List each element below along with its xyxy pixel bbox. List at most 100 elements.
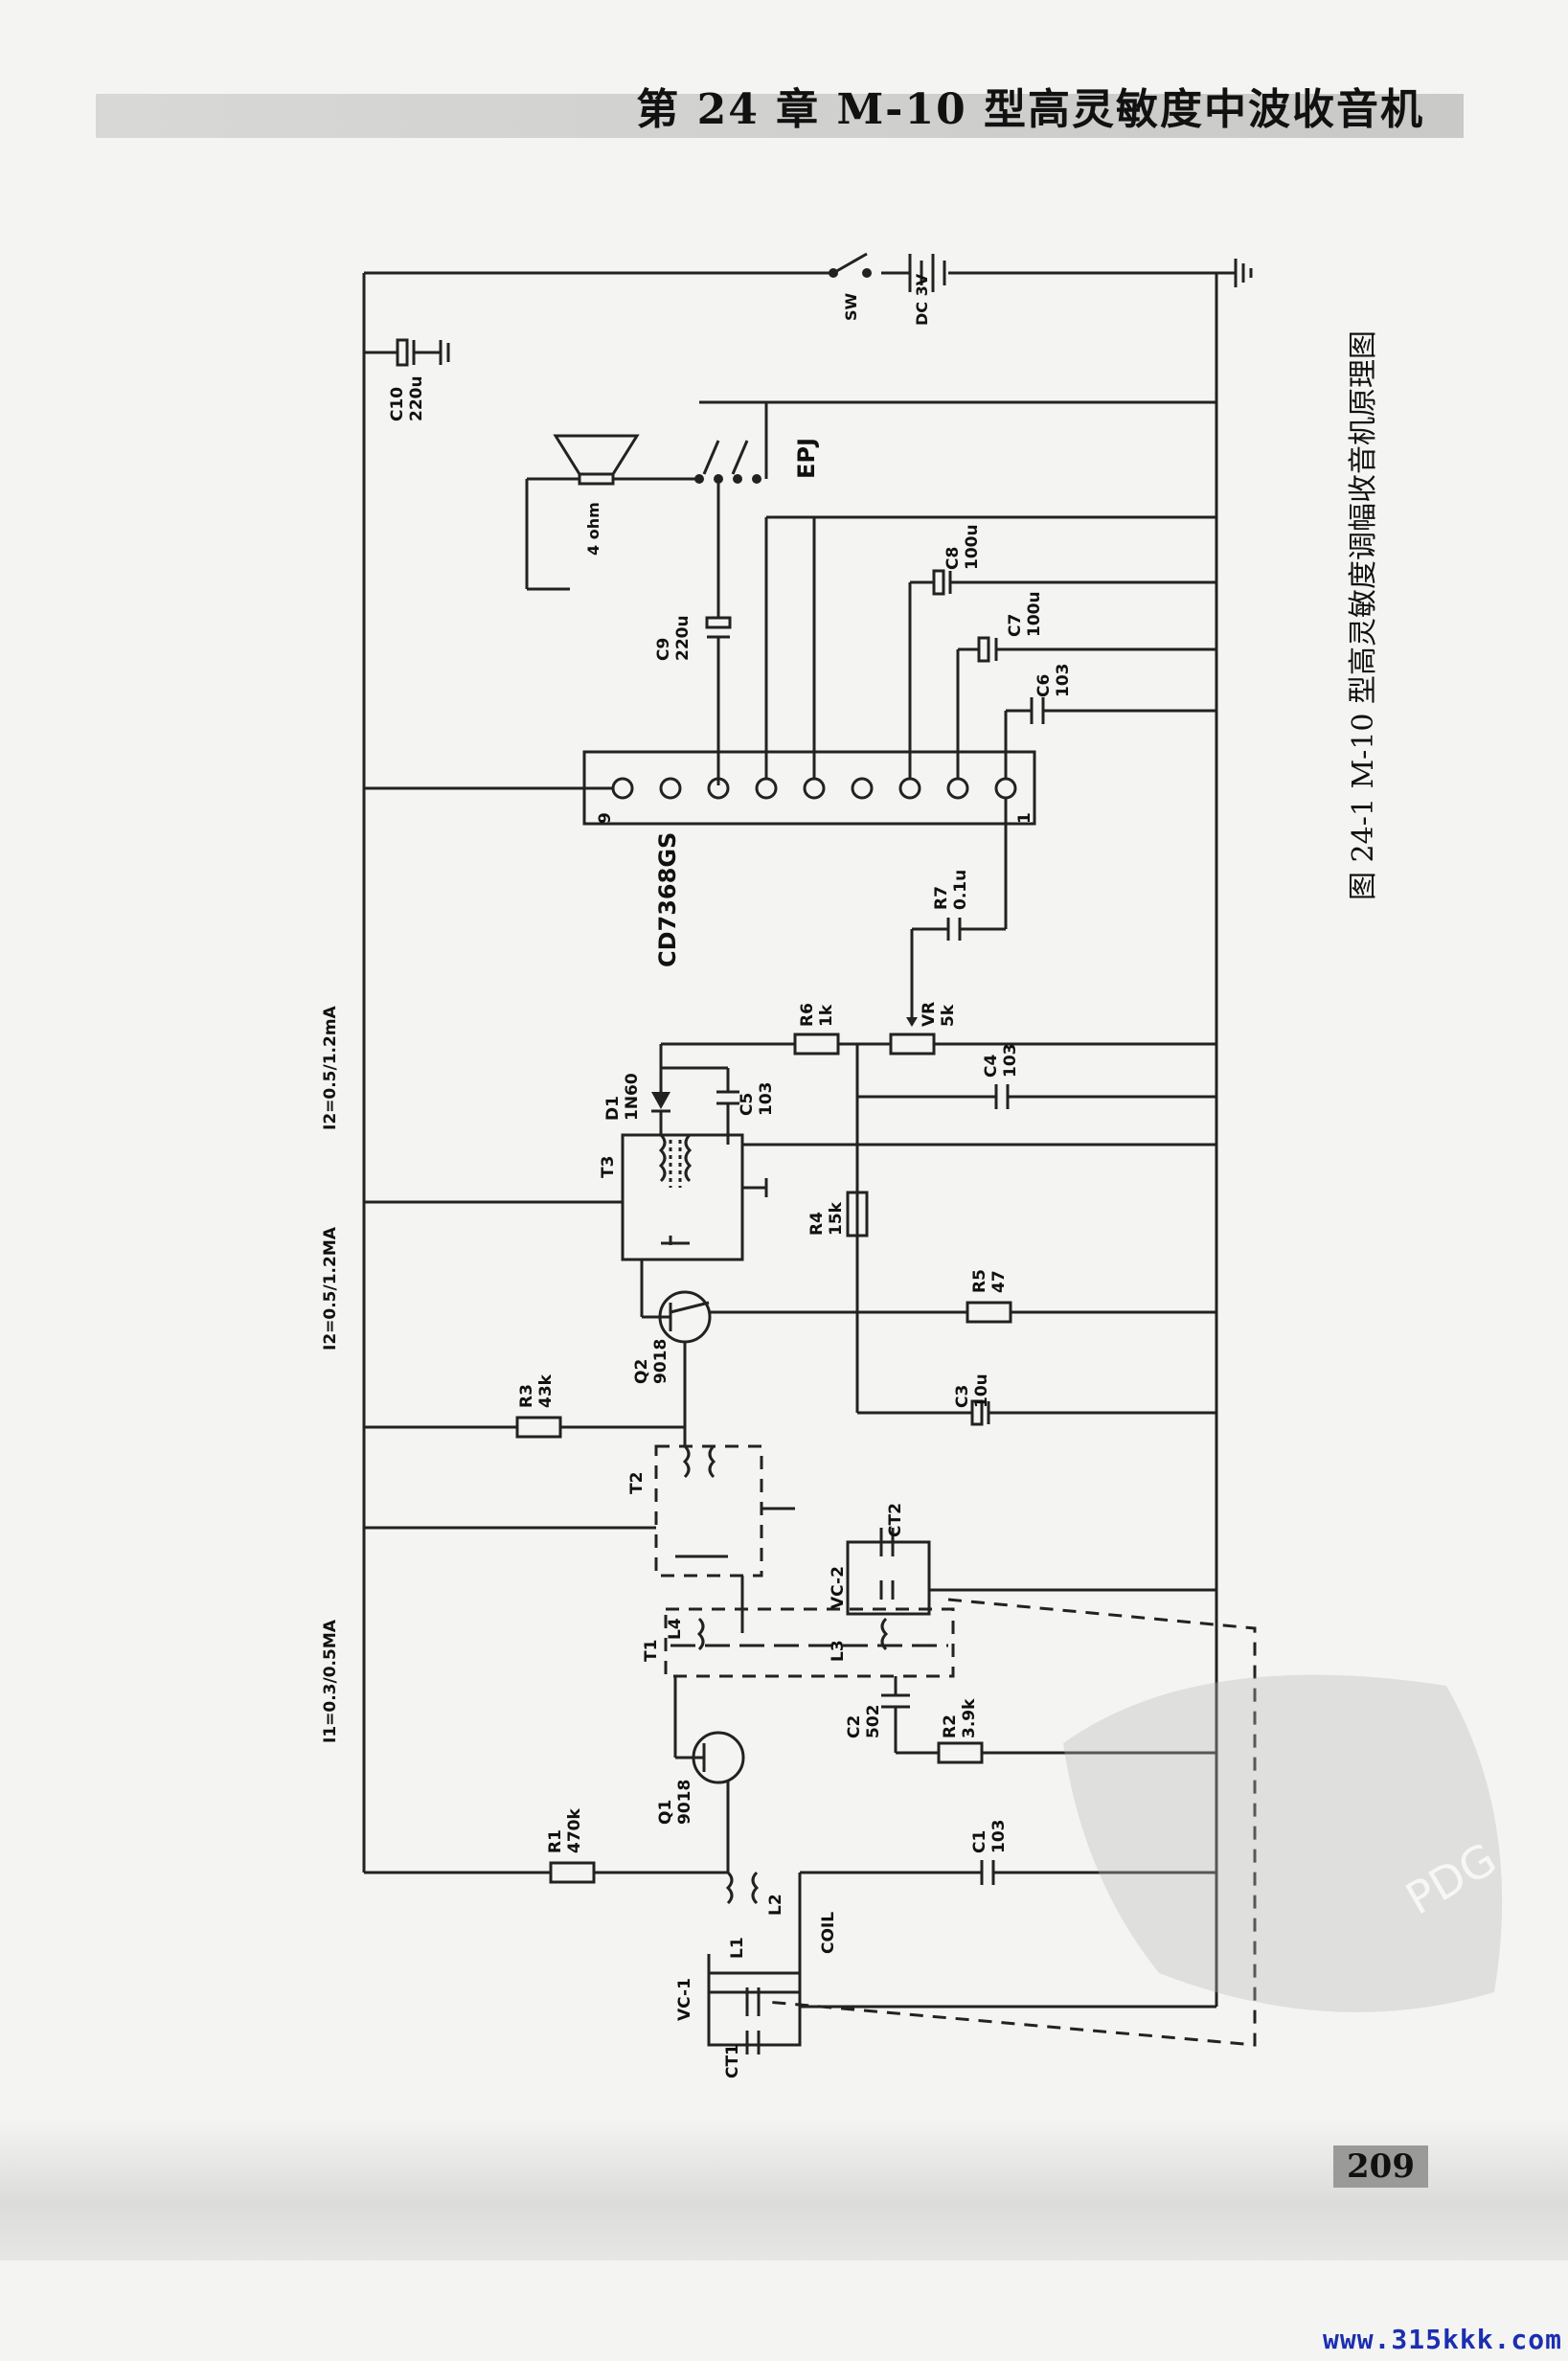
label-l2: L2: [766, 1894, 785, 1916]
label-battery: DC 3V: [913, 273, 931, 326]
label-c4-value: 103: [1001, 1044, 1020, 1078]
label-c3: C3: [953, 1385, 972, 1408]
label-d1: D1: [603, 1096, 623, 1121]
label-r6-value: 1k: [817, 1004, 836, 1027]
label-c2: C2: [845, 1715, 864, 1738]
label-r5: R5: [970, 1269, 989, 1293]
capacitor-c9: [705, 479, 732, 785]
transformer-t2: [364, 1444, 795, 1633]
label-c5-value: 103: [757, 1082, 776, 1117]
label-speaker: 4 ohm: [584, 502, 602, 556]
label-c2-value: 502: [864, 1705, 883, 1739]
label-vc2: VC-2: [829, 1566, 848, 1609]
detector-d1-c5: [651, 1044, 739, 1145]
label-r2-value: 3.9k: [960, 1698, 979, 1738]
label-c9-value: 220u: [673, 615, 693, 661]
label-c1-value: 103: [989, 1820, 1009, 1854]
transformer-t1: [664, 1607, 955, 1678]
label-c6: C6: [1034, 674, 1054, 697]
resistor-r4: [846, 1191, 869, 1237]
ic-pin-wires: [764, 515, 1216, 857]
switch-sw: [829, 252, 872, 278]
label-c7: C7: [1006, 614, 1025, 637]
label-r3-value: 43k: [536, 1373, 556, 1408]
ic-cd7368gs: [364, 750, 1036, 826]
resistor-r1: [364, 1861, 728, 1884]
label-ic-pin9: 9: [596, 812, 615, 824]
label-t1: T1: [642, 1640, 661, 1662]
label-q1-value: 9018: [675, 1780, 694, 1825]
label-c4: C4: [982, 1055, 1001, 1078]
label-r7-value: 0.1u: [951, 870, 970, 910]
label-r1-value: 470k: [565, 1808, 584, 1853]
label-c3-value: 10u: [972, 1373, 991, 1408]
label-t3: T3: [599, 1156, 618, 1178]
label-ct1: CT1: [723, 2044, 742, 2078]
footer-band: [0, 2117, 1568, 2260]
capacitor-c1: [800, 1860, 1216, 1885]
label-l1: L1: [728, 1937, 747, 1959]
chapter-title: 第 24 章 M-10 型高灵敏度中波收音机: [636, 85, 1424, 134]
label-r5-value: 47: [989, 1270, 1009, 1293]
variable-capacitor-vc2-ct2: [846, 1528, 1216, 1616]
label-ic-pin1: 1: [1015, 812, 1034, 824]
label-c6-value: 103: [1054, 664, 1073, 698]
label-c8-value: 100u: [963, 524, 982, 570]
label-sw: SW: [842, 292, 860, 321]
label-current-i2a: I2=0.5/1.2MA: [321, 1226, 340, 1351]
label-c7-value: 100u: [1025, 591, 1044, 637]
label-q2: Q2: [632, 1359, 651, 1384]
transistor-q1: [673, 1676, 745, 1873]
label-c8: C8: [943, 547, 963, 570]
label-l4: L4: [666, 1618, 685, 1640]
label-d1-value: 1N60: [623, 1073, 642, 1121]
component-labels: SW DC 3V C10 220u 4 ohm EPJ C9 220u C8 1…: [321, 273, 1073, 2078]
capacitor-c10: [364, 338, 450, 367]
resistor-r2: [896, 1741, 1216, 1764]
label-r4: R4: [807, 1212, 827, 1236]
battery-dc3v: [908, 254, 946, 292]
watermark-seal: PDG: [1063, 1674, 1505, 2012]
label-c10-value: 220u: [407, 375, 426, 421]
label-vr: VR: [920, 1002, 939, 1027]
antenna-coil: [707, 1871, 802, 2007]
label-current-i2b: I2=0.5/1.2mA: [321, 1005, 340, 1130]
label-coil: COIL: [819, 1912, 838, 1954]
capacitor-r7: [910, 857, 1008, 1025]
label-r2: R2: [941, 1714, 960, 1738]
earphone-jack-epj: [694, 400, 1216, 484]
label-r4-value: 15k: [827, 1201, 846, 1236]
figure-caption: 图 24-1 M-10 型高灵敏度调幅收音机原理图: [1347, 329, 1380, 900]
tuning-gang-link: [765, 1598, 1257, 2047]
label-r3: R3: [517, 1384, 536, 1408]
label-l3: L3: [829, 1640, 848, 1662]
label-c10: C10: [388, 387, 407, 421]
transistor-q2: [640, 1260, 1216, 1446]
page-number: 209: [1333, 2145, 1428, 2188]
ground-symbol: [1234, 259, 1253, 287]
site-url: www.315kkk.com: [1322, 2324, 1562, 2355]
speaker: [525, 434, 699, 591]
label-current-i1: I1=0.3/0.5MA: [321, 1619, 340, 1743]
label-ct2: CT2: [886, 1503, 905, 1537]
resistor-r3: [364, 1416, 685, 1439]
label-vr-value: 5k: [939, 1004, 958, 1027]
label-ic: CD7368GS: [654, 832, 681, 967]
capacitor-c2: [881, 1676, 910, 1753]
label-r1: R1: [546, 1829, 565, 1853]
label-q1: Q1: [656, 1800, 675, 1825]
header-band: [96, 94, 1464, 138]
variable-capacitor-vc1-ct1: [707, 1971, 1216, 2055]
label-r6: R6: [798, 1003, 817, 1027]
signal-chain-r6-vr: [661, 1017, 1216, 1413]
label-c1: C1: [970, 1830, 989, 1853]
label-c9: C9: [654, 638, 673, 661]
label-t2: T2: [627, 1472, 647, 1494]
label-epj: EPJ: [793, 438, 820, 479]
label-q2-value: 9018: [651, 1339, 670, 1384]
transformer-t3: [364, 1133, 1216, 1261]
label-r7: R7: [932, 886, 951, 910]
label-c5: C5: [738, 1093, 757, 1116]
rails: [362, 259, 1253, 2007]
